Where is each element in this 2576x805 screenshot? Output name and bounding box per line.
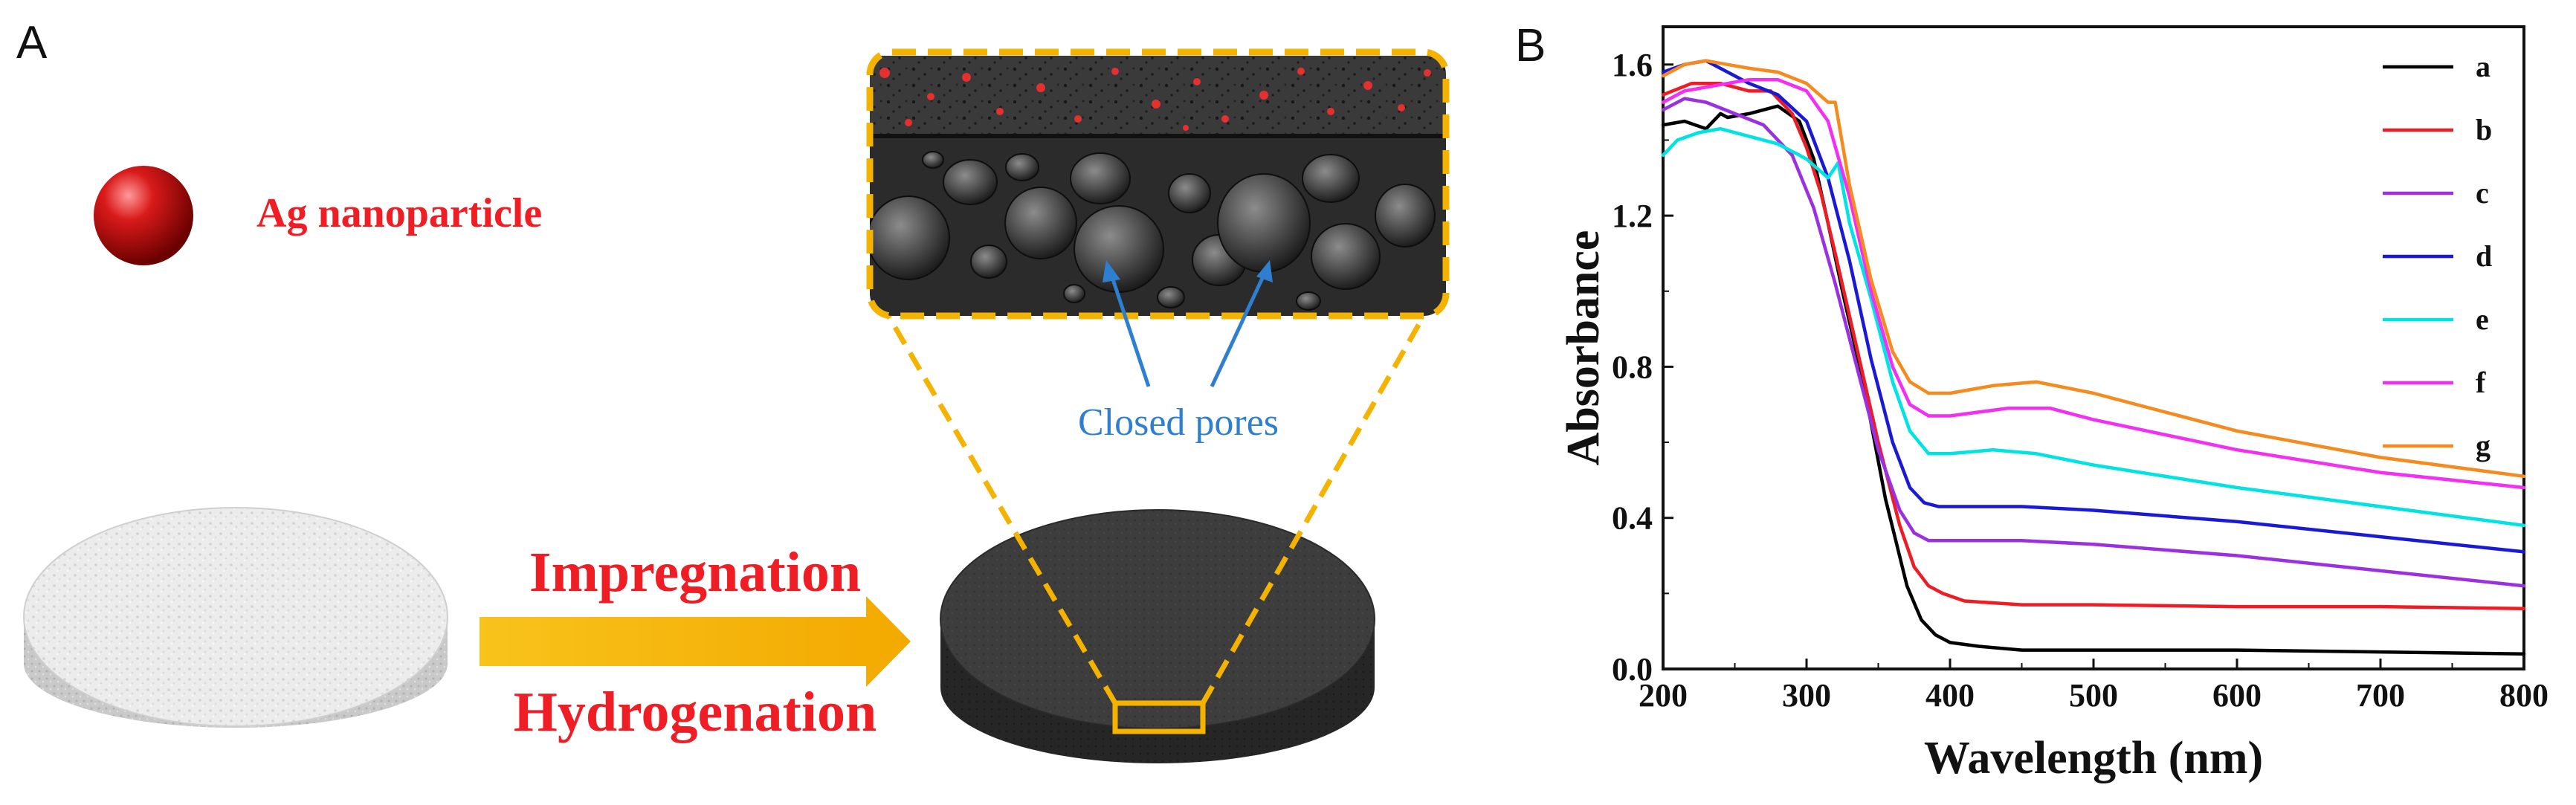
series-line-c xyxy=(1661,97,2526,588)
y-tick-label: 1.6 xyxy=(1612,47,1653,83)
series-line-f xyxy=(1661,77,2526,490)
x-tick-label: 200 xyxy=(1639,677,1688,714)
y-tick-label: 0.4 xyxy=(1612,500,1653,537)
closed-pores-label: Closed pores xyxy=(1078,401,1279,444)
zoom-leader-right xyxy=(1200,314,1427,705)
legend-label-f: f xyxy=(2476,366,2486,399)
panel-b: B 200 300 400 500 600 700 800 0.0 0.4 0.8 1.2 1.6Wa… xyxy=(1515,20,2548,783)
x-tick-label: 600 xyxy=(2212,677,2262,714)
series-line-g xyxy=(1661,59,2526,479)
panel-a-letter: A xyxy=(16,17,48,68)
y-axis-title: Absorbance xyxy=(1558,230,1609,466)
white-disc-icon xyxy=(23,507,448,728)
legend-label-g: g xyxy=(2476,429,2491,462)
x-tick-label: 500 xyxy=(2069,677,2118,714)
y-tick-label: 1.2 xyxy=(1612,198,1653,234)
dark-disc-icon xyxy=(940,509,1375,763)
process-arrow-icon xyxy=(480,596,911,687)
absorbance-chart: 200 300 400 500 600 700 800 0.0 0.4 0.8 1.2 1.6Wave… xyxy=(1558,25,2548,783)
legend-label-c: c xyxy=(2476,176,2489,210)
zoom-leader-left xyxy=(885,314,1118,705)
ag-nanoparticle-icon xyxy=(94,166,193,265)
inset-dashed-frame xyxy=(866,48,1450,320)
zoom-region-marker xyxy=(1112,700,1206,734)
series-line-d xyxy=(1661,59,2526,554)
x-tick-label: 300 xyxy=(1782,677,1831,714)
legend-label-b: b xyxy=(2476,113,2492,146)
x-axis-title: Wavelength (nm) xyxy=(1924,733,2263,783)
impregnation-label: Impregnation xyxy=(529,541,861,604)
series-line-e xyxy=(1661,126,2526,528)
y-tick-label: 0.0 xyxy=(1612,651,1653,688)
legend-label-d: d xyxy=(2476,239,2492,273)
ag-nanoparticle-label: Ag nanoparticle xyxy=(256,190,542,236)
closed-pores-pointer-icon xyxy=(1103,260,1273,388)
hydrogenation-label: Hydrogenation xyxy=(514,681,877,743)
x-tick-label: 800 xyxy=(2499,677,2548,714)
x-tick-label: 400 xyxy=(1925,677,1975,714)
panel-b-letter: B xyxy=(1515,20,1546,71)
y-tick-label: 0.8 xyxy=(1612,349,1653,385)
porous-cross-section-inset xyxy=(866,48,1450,320)
legend-label-a: a xyxy=(2476,50,2491,83)
series-line-b xyxy=(1661,81,2526,610)
legend-label-e: e xyxy=(2476,303,2489,336)
panel-a: A Ag nanoparticle Impregnation Hydrogena… xyxy=(16,17,1450,763)
x-tick-label: 700 xyxy=(2356,677,2405,714)
